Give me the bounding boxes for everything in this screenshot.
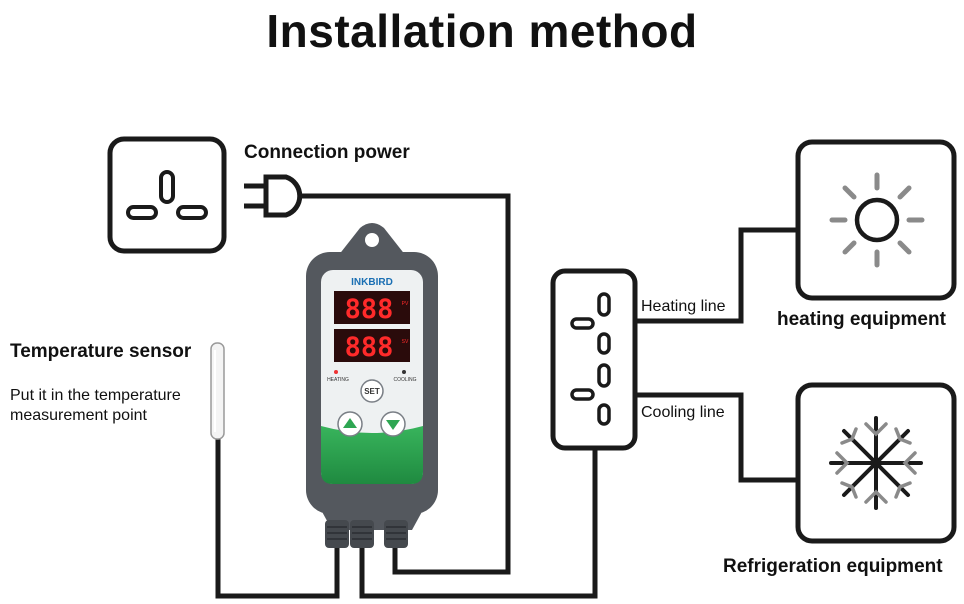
cooling-socket-pin-right bbox=[597, 403, 611, 426]
sv-unit-label: SV bbox=[402, 339, 409, 345]
heating-equipment-label: heating equipment bbox=[777, 309, 946, 330]
up-button[interactable] bbox=[337, 411, 363, 437]
pv-display bbox=[334, 291, 410, 324]
down-button[interactable] bbox=[380, 411, 406, 437]
refrigeration-equipment-label: Refrigeration equipment bbox=[723, 556, 943, 577]
sensor-cable bbox=[215, 438, 340, 599]
heating-indicator-led bbox=[334, 370, 338, 374]
wall-socket-frame bbox=[107, 136, 227, 254]
heating-equipment-box bbox=[795, 139, 957, 301]
sv-display bbox=[334, 329, 410, 362]
heating-line-label: Heating line bbox=[641, 298, 726, 315]
temperature-sensor-label: Temperature sensor bbox=[10, 341, 192, 362]
cooling-socket-pin-top bbox=[597, 363, 611, 388]
cooling-line bbox=[620, 392, 800, 483]
cable-gland-left bbox=[325, 520, 349, 548]
up-arrow-icon bbox=[343, 418, 357, 428]
temperature-controller: INKBIRD 888 PV 888 SV HEATING COOLING SE… bbox=[306, 223, 438, 548]
cable-gland-middle bbox=[350, 520, 374, 548]
brand-logo: INKBIRD bbox=[351, 277, 393, 288]
refrigeration-equipment-box bbox=[795, 382, 957, 544]
socket-neutral-pin bbox=[176, 205, 208, 220]
controller-green-panel bbox=[321, 426, 423, 484]
heating-socket-pin-top bbox=[597, 292, 611, 317]
wall-socket bbox=[107, 136, 227, 254]
set-button-label: SET bbox=[364, 387, 380, 396]
cooling-indicator-label: COOLING bbox=[393, 377, 416, 383]
page-title: Installation method bbox=[266, 5, 698, 57]
hanger-hole bbox=[365, 233, 379, 247]
heating-indicator-label: HEATING bbox=[327, 377, 349, 383]
sun-icon bbox=[829, 172, 925, 268]
connection-power-label: Connection power bbox=[244, 142, 410, 163]
sensor-hint-line2: measurement point bbox=[10, 407, 147, 424]
power-plug-icon bbox=[244, 174, 303, 218]
power-cable bbox=[300, 193, 511, 575]
heating-line bbox=[620, 227, 800, 324]
snowflake-icon bbox=[829, 416, 923, 510]
pv-digits: 888 bbox=[345, 294, 394, 325]
output-socket-box bbox=[550, 268, 638, 451]
wiring bbox=[215, 193, 800, 599]
set-button[interactable]: SET bbox=[360, 379, 384, 403]
socket-live-pin bbox=[126, 205, 158, 220]
cooling-indicator-led bbox=[402, 370, 406, 374]
down-arrow-icon bbox=[386, 420, 400, 430]
cable-gland-right bbox=[384, 520, 408, 548]
cooling-socket-pin-left bbox=[570, 388, 595, 401]
temperature-probe bbox=[210, 342, 225, 440]
cooling-line-label: Cooling line bbox=[641, 404, 725, 421]
sensor-hint-line1: Put it in the temperature bbox=[10, 387, 181, 404]
sensor-hint-label: Put it in the temperature measurement po… bbox=[10, 386, 181, 426]
output-socket-frame bbox=[550, 268, 638, 451]
socket-earth-pin bbox=[159, 170, 175, 204]
outlet-cable bbox=[359, 448, 598, 599]
sv-digits: 888 bbox=[345, 332, 394, 363]
pv-unit-label: PV bbox=[402, 301, 409, 307]
heating-socket-pin-right bbox=[597, 332, 611, 355]
heating-socket-pin-left bbox=[570, 317, 595, 330]
